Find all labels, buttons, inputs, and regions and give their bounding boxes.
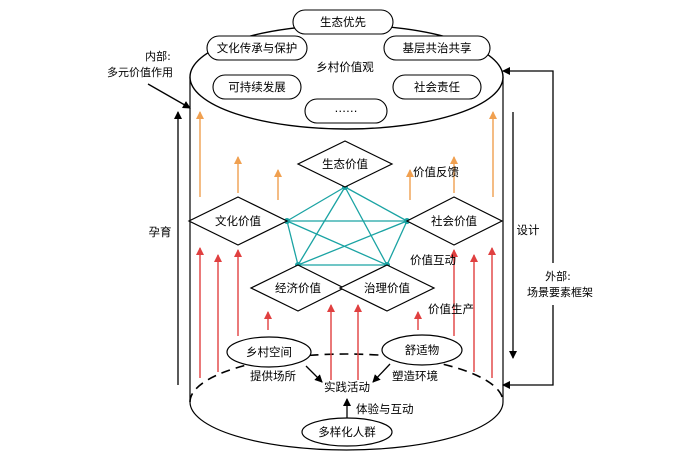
label-shape-environment: 塑造环境 — [392, 369, 438, 383]
feedback-arrows — [196, 111, 497, 200]
link-society-governance — [386, 220, 408, 266]
cylinder-bottom-back-dashed — [189, 353, 504, 403]
internal-side: 内部: 多元价值作用 孕育 — [107, 49, 191, 385]
link-ecology-governance — [344, 186, 388, 266]
top-ellipse-title: 乡村价值观 — [316, 60, 374, 74]
link-ecology-society — [344, 186, 408, 222]
diamond-culture-label: 文化价值 — [215, 214, 261, 228]
diamond-economy-label: 经济价值 — [275, 281, 321, 295]
diamond-society-label: 社会价值 — [431, 214, 477, 228]
label-value-production: 价值生产 — [428, 302, 474, 316]
arrow-internal-to-cylinder — [147, 83, 191, 109]
link-society-economy — [297, 220, 408, 266]
external-title: 外部: — [545, 269, 571, 283]
scene-base: 乡村空间 舒适物 提供场所 塑造环境 实践活动 体验与互动 多样化人群 — [226, 334, 463, 447]
pill-social-responsibility-label: 社会责任 — [414, 80, 460, 94]
rural-space-label: 乡村空间 — [246, 345, 292, 359]
external-subtitle: 场景要素框架 — [527, 285, 593, 299]
arrow-external-up — [502, 67, 554, 263]
practice-activity-label: 实践活动 — [324, 380, 370, 394]
diamond-governance — [338, 264, 436, 312]
arrow-comfort-to-practice — [372, 363, 391, 383]
pill-culture-heritage-label: 文化传承与保护 — [217, 41, 298, 55]
link-culture-economy — [286, 220, 299, 266]
pill-sustainable-label: 可持续发展 — [228, 80, 286, 94]
cylinder-bottom-front — [189, 401, 504, 451]
pill-ecology-first-label: 生态优先 — [320, 15, 366, 29]
label-provide-place: 提供场所 — [250, 369, 296, 383]
internal-subtitle: 多元价值作用 — [107, 65, 173, 79]
pill-ellipsis-label: …… — [335, 101, 358, 115]
diamond-economy — [249, 264, 346, 312]
value-diamonds: 生态价值 文化价值 社会价值 经济价值 治理价值 — [187, 140, 504, 312]
diverse-people-label: 多样化人群 — [318, 425, 376, 439]
value-network — [286, 186, 408, 266]
label-design: 设计 — [517, 223, 540, 237]
external-side: 设计 外部: 场景要素框架 — [502, 67, 593, 389]
pill-ellipsis — [304, 98, 388, 124]
link-ecology-economy — [297, 186, 346, 266]
diamond-ecology — [296, 140, 394, 188]
pill-sustainable — [212, 74, 302, 100]
pill-co-governance — [383, 35, 491, 61]
ellipse-comfort — [381, 334, 463, 366]
pill-co-governance-label: 基层共治共享 — [403, 41, 472, 55]
pill-culture-heritage — [206, 35, 308, 61]
value-concepts-group: 生态优先 文化传承与保护 基层共治共享 乡村价值观 可持续发展 社会责任 …… — [206, 9, 491, 124]
internal-title: 内部: — [145, 49, 171, 63]
diamond-ecology-label: 生态价值 — [322, 157, 368, 171]
ellipse-diverse-people — [301, 417, 393, 447]
arrow-space-to-practice — [305, 365, 323, 383]
production-arrows — [196, 247, 496, 380]
label-nurture: 孕育 — [149, 225, 172, 239]
label-value-interaction: 价值互动 — [410, 253, 456, 267]
link-culture-governance — [286, 220, 388, 266]
ellipse-rural-space — [226, 336, 312, 368]
diamond-culture — [187, 196, 289, 246]
label-value-feedback: 价值反馈 — [413, 165, 459, 179]
link-ecology-culture — [286, 186, 346, 222]
arrow-external-down — [502, 305, 554, 389]
pill-ecology-first — [292, 9, 394, 35]
diamond-society — [405, 196, 504, 246]
pill-social-responsibility — [392, 74, 482, 100]
label-experience-interaction: 体验与互动 — [356, 402, 414, 416]
comfort-label: 舒适物 — [405, 343, 440, 357]
diamond-governance-label: 治理价值 — [364, 281, 410, 295]
